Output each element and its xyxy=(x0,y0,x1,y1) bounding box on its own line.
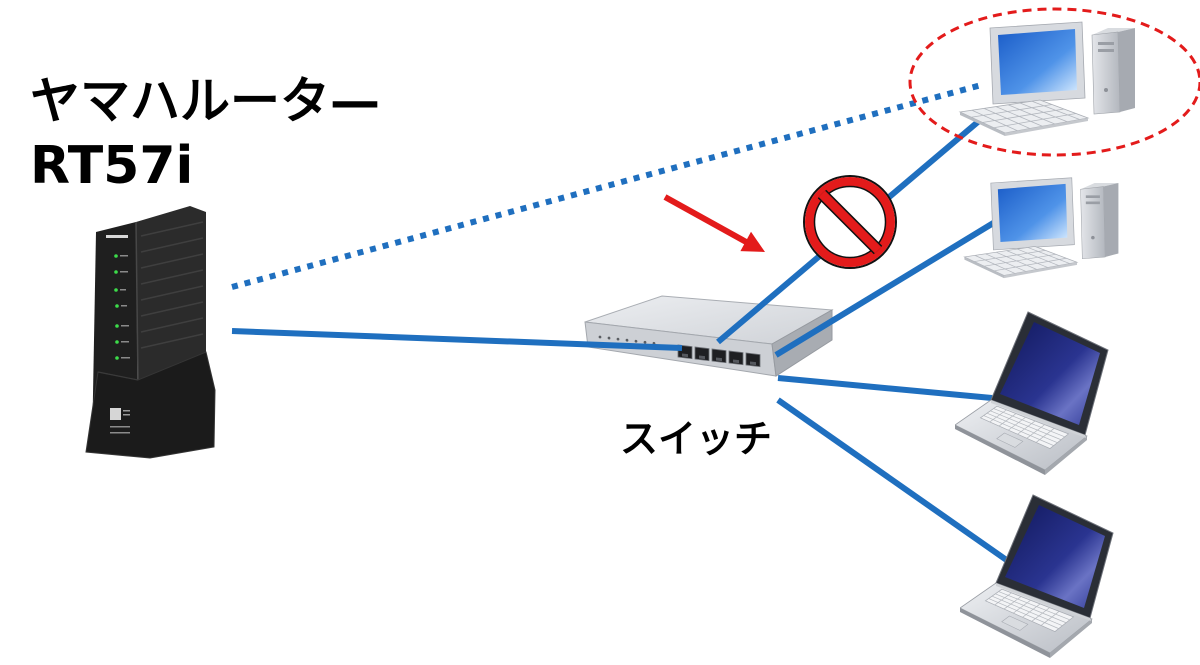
router-badge xyxy=(110,408,130,434)
arrow-icon xyxy=(663,194,765,252)
network-switch-icon xyxy=(584,295,834,377)
router-title-line1: ヤマハルータ— xyxy=(30,72,380,130)
link-switch-to-laptop2 xyxy=(776,397,1037,583)
dashed-ellipse-icon xyxy=(908,7,1200,157)
switch-label: スイッチ xyxy=(620,417,772,461)
laptop-icon xyxy=(955,311,1109,476)
link-router-to-switch xyxy=(231,328,683,351)
prohibited-icon xyxy=(803,175,897,269)
router-vent-ribs xyxy=(140,221,204,349)
switch-ports xyxy=(677,344,761,368)
desktop-pc-icon xyxy=(959,21,1136,137)
router-title: ヤマハルータ— RT57i xyxy=(30,72,380,196)
router-status-leds xyxy=(114,254,130,360)
laptop-icon xyxy=(960,494,1114,659)
link-switch-to-laptop1 xyxy=(777,375,993,401)
link-switch-to-pc2 xyxy=(774,219,997,358)
switch-port xyxy=(711,348,727,364)
router-model-name: RT57i xyxy=(30,136,193,196)
switch-port xyxy=(728,350,744,366)
switch-port xyxy=(694,346,710,362)
router-icon xyxy=(85,206,216,459)
switch-port xyxy=(745,352,761,368)
